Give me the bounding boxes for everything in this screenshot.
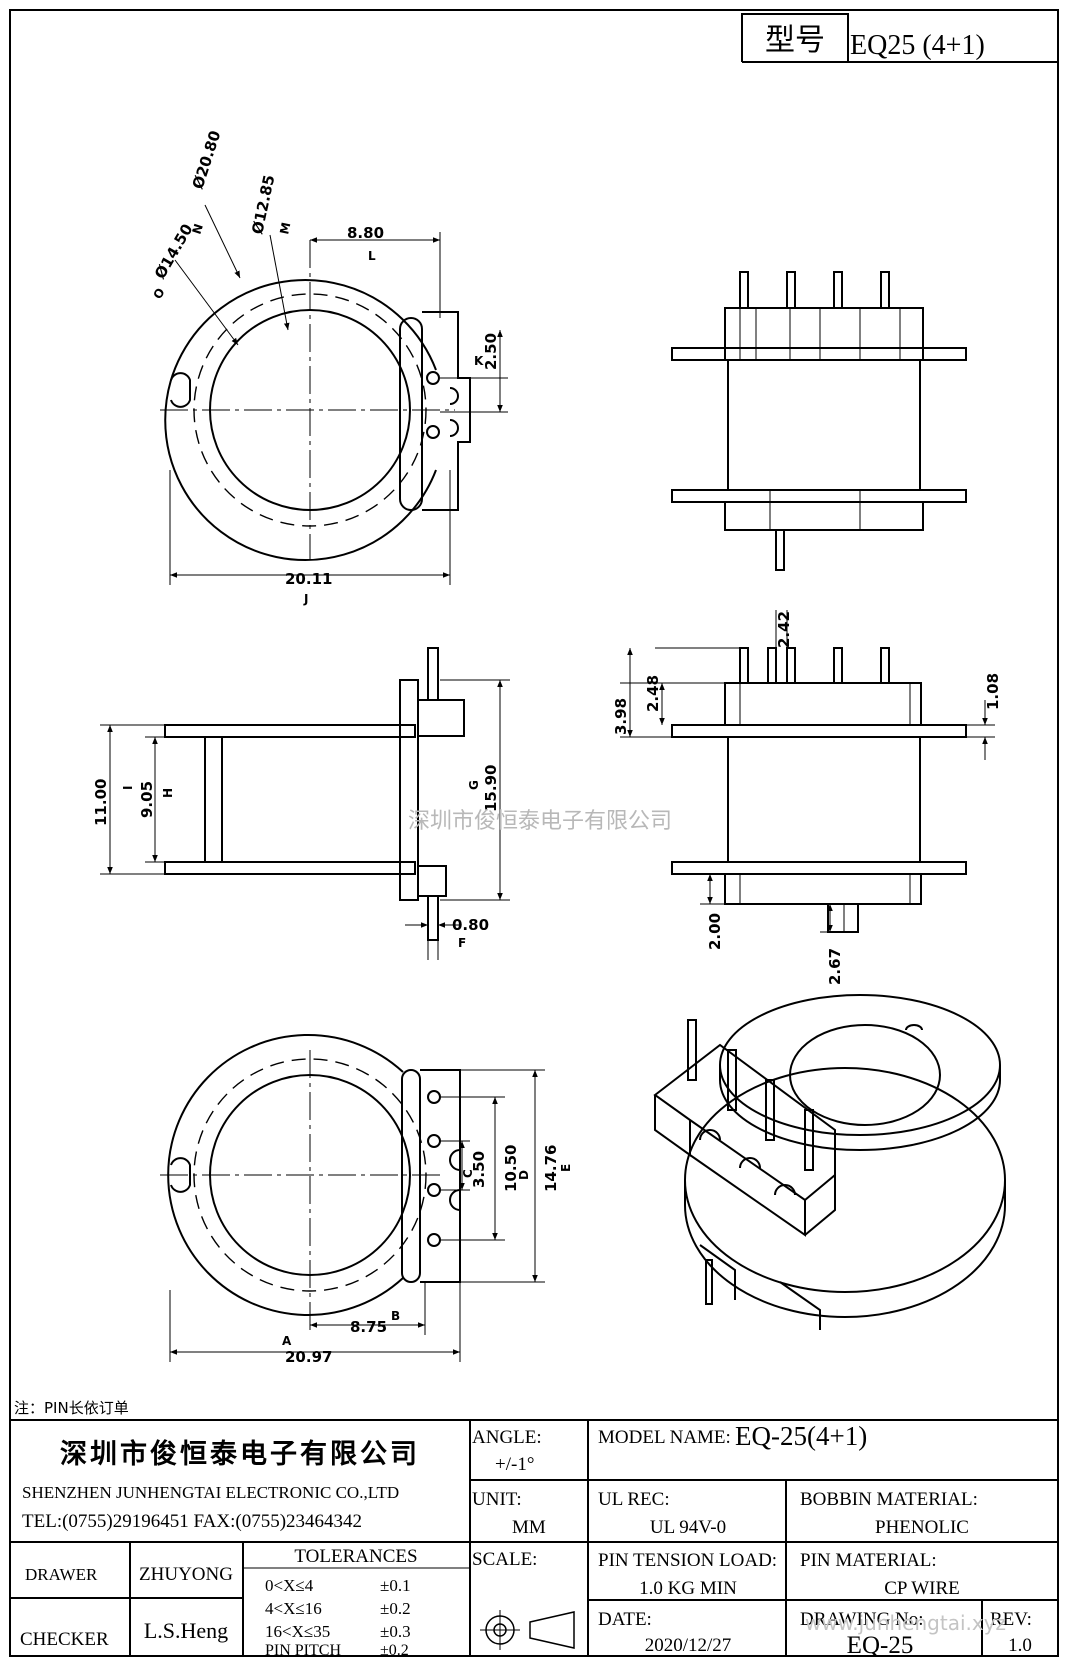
angle-label: ANGLE: (472, 1427, 542, 1448)
ref-l: L (368, 249, 376, 263)
ref-o: O (150, 286, 167, 302)
tol-range-4: PIN PITCH (265, 1642, 341, 1659)
drawing-no-value: EQ-25 (847, 1632, 914, 1659)
company-tel-fax: TEL:(0755)29196451 FAX:(0755)23464342 (22, 1511, 362, 1532)
pin-material-label: PIN MATERIAL: (800, 1550, 937, 1571)
dim-20-11: 20.11 (285, 570, 332, 588)
ref-h: H (161, 788, 175, 798)
tol-range-3: 16<X≤35 (265, 1622, 330, 1641)
dim-phi-12-85: Ø12.85 (248, 173, 278, 236)
bottom-view (160, 1034, 545, 1362)
dim-3-50: 3.50 (470, 1151, 488, 1188)
ref-j: J (303, 592, 308, 606)
dim-15-90: 15.90 (482, 765, 500, 812)
ref-k: K (474, 354, 484, 368)
side-view-dimensions: 11.00 I 9.05 H 15.90 G 0.80 F (92, 765, 500, 950)
bobbin-material-value: PHENOLIC (875, 1517, 969, 1538)
model-name-value: EQ-25(4+1) (735, 1421, 867, 1451)
title-block-text: 深圳市俊恒泰电子有限公司 SHENZHEN JUNHENGTAI ELECTRO… (20, 1421, 1032, 1659)
dim-3-98: 3.98 (612, 698, 630, 735)
ref-c: C (461, 1169, 475, 1178)
flange-outline (164, 279, 437, 561)
date-value: 2020/12/27 (645, 1635, 732, 1656)
ref-g: G (467, 780, 481, 790)
dim-phi-14-50: Ø14.50 (151, 221, 197, 282)
front-view (620, 610, 995, 933)
checker-label: CHECKER (20, 1629, 109, 1650)
tol-range-1: 0<X≤4 (265, 1576, 314, 1595)
dim-2-48: 2.48 (644, 675, 662, 712)
top-view (160, 204, 508, 585)
company-name-en: SHENZHEN JUNHENGTAI ELECTRONIC CO.,LTD (22, 1483, 399, 1502)
ref-b: B (391, 1309, 400, 1323)
dim-9-05: 9.05 (138, 781, 156, 818)
model-number: EQ25 (4+1) (850, 30, 985, 61)
pin-material-value: CP WIRE (884, 1578, 959, 1599)
bobbin-material-label: BOBBIN MATERIAL: (800, 1489, 978, 1510)
ref-e: E (559, 1164, 573, 1172)
dim-14-76: 14.76 (542, 1145, 560, 1192)
dim-1-08: 1.08 (984, 673, 1002, 710)
pin-length-note: 注：PIN长依订单 (14, 1399, 129, 1417)
rev-label: REV: (990, 1609, 1032, 1630)
pin-tension-label: PIN TENSION LOAD: (598, 1550, 777, 1571)
isometric-view (653, 994, 1006, 1330)
dim-10-50: 10.50 (502, 1145, 520, 1192)
checker-name: L.S.Heng (144, 1618, 228, 1643)
watermark-url: www.junhengtai.xyz (805, 1611, 1006, 1635)
drawing-no-label: DRAWING No: (800, 1609, 924, 1630)
ref-i: I (121, 786, 135, 790)
ul-rec-value: UL 94V-0 (650, 1517, 726, 1538)
model-header: 型号 EQ25 (4+1) (741, 13, 1058, 63)
flange-notch (170, 372, 191, 408)
dim-8-75: 8.75 (350, 1318, 387, 1336)
dim-11-00: 11.00 (92, 779, 110, 826)
date-label: DATE: (598, 1609, 652, 1630)
dim-20-97: 20.97 (285, 1348, 332, 1366)
dim-0-80: 0.80 (452, 916, 489, 934)
ref-m: M (277, 221, 293, 236)
unit-value: MM (512, 1517, 546, 1538)
tol-value-4: ±0.2 (380, 1642, 409, 1659)
ref-f: F (458, 936, 466, 950)
tol-value-2: ±0.2 (380, 1599, 411, 1618)
title-block (9, 1419, 1059, 1657)
dim-phi-20-80: Ø20.80 (189, 128, 225, 191)
scale-label: SCALE: (472, 1549, 537, 1570)
company-name-cn: 深圳市俊恒泰电子有限公司 (60, 1438, 420, 1470)
side-view (100, 647, 510, 960)
drawer-label: DRAWER (25, 1565, 98, 1584)
watermark-center: 深圳市俊恒泰电子有限公司 (408, 809, 672, 834)
tol-range-2: 4<X≤16 (265, 1599, 322, 1618)
tol-value-1: ±0.1 (380, 1576, 411, 1595)
tolerances-label: TOLERANCES (294, 1546, 417, 1567)
dim-2-42: 2.42 (775, 611, 793, 648)
ul-rec-label: UL REC: (598, 1489, 670, 1510)
tol-value-3: ±0.3 (380, 1622, 411, 1641)
unit-label: UNIT: (472, 1489, 522, 1510)
ref-d: D (517, 1170, 531, 1180)
model-name-label: MODEL NAME: (598, 1427, 731, 1448)
drawer-name: ZHUYONG (139, 1564, 233, 1585)
dim-8-80: 8.80 (347, 224, 384, 242)
angle-value: +/-1° (495, 1454, 534, 1475)
dim-2-67: 2.67 (826, 948, 844, 985)
ref-n: N (190, 222, 206, 236)
front-view-dimensions: 2.42 2.48 3.98 1.08 2.00 2.67 (612, 611, 1002, 985)
pin-header-outline (422, 311, 471, 511)
dim-2-50: 2.50 (482, 333, 500, 370)
ref-a: A (282, 1334, 292, 1348)
pin-header-slot (399, 317, 423, 511)
bottom-view-dimensions: 3.50 C 10.50 D 14.76 E 8.75 B 20.97 A (282, 1145, 573, 1366)
pin-tension-value: 1.0 KG MIN (639, 1578, 737, 1599)
rev-value: 1.0 (1008, 1635, 1032, 1656)
top-right-side-view (671, 271, 967, 571)
type-label: 型号 (765, 23, 825, 58)
dim-2-00: 2.00 (706, 913, 724, 950)
